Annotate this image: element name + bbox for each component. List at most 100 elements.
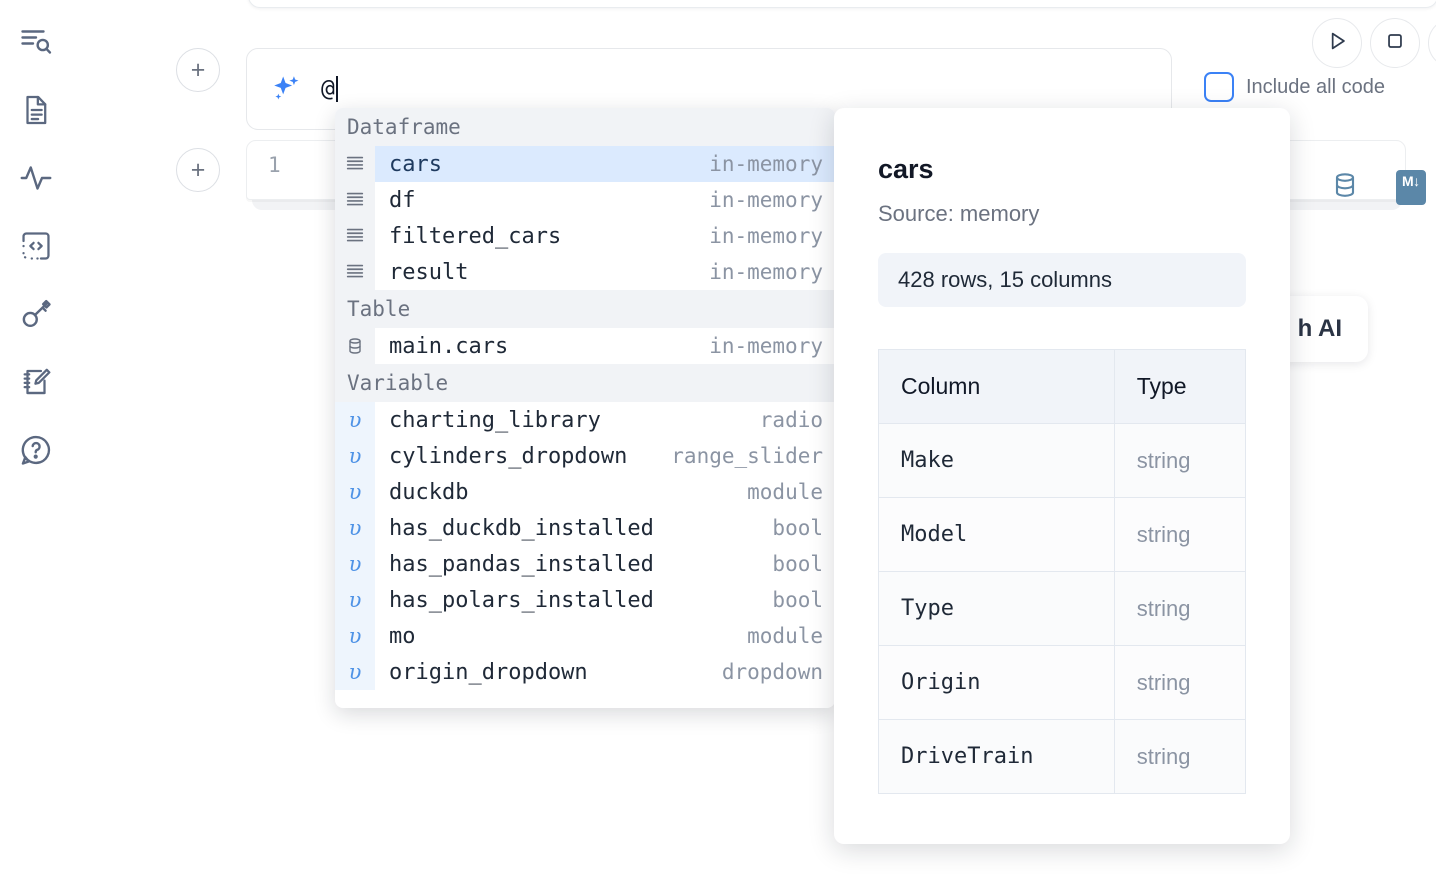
text-caret — [335, 76, 338, 102]
autocomplete-item-name: mo — [389, 623, 416, 649]
autocomplete-item-name: origin_dropdown — [389, 659, 588, 685]
autocomplete-item-meta: in-memory — [709, 188, 823, 212]
autocomplete-item-name: has_polars_installed — [389, 587, 654, 613]
add-cell-button-top[interactable]: + — [176, 48, 220, 92]
column-header-column: Column — [878, 349, 1115, 424]
autocomplete-item[interactable]: υ charting_library radio — [335, 402, 835, 438]
stop-square-icon — [1382, 28, 1408, 59]
autocomplete-group-header: Dataframe — [335, 108, 835, 146]
dataframe-info-panel: cars Source: memory 428 rows, 15 columns… — [834, 108, 1290, 844]
info-source: Source: memory — [878, 201, 1040, 226]
autocomplete-item[interactable]: υ has_polars_installed bool — [335, 582, 835, 618]
add-cell-button-bottom[interactable]: + — [176, 148, 220, 192]
key-icon — [18, 296, 54, 332]
variable-icon: υ — [335, 438, 375, 474]
variable-icon: υ — [335, 618, 375, 654]
autocomplete-item-name: cylinders_dropdown — [389, 443, 628, 469]
autocomplete-item-body: has_duckdb_installed bool — [375, 510, 835, 546]
sidebar-rail — [0, 0, 72, 874]
cell-action-icons: M↓ — [1330, 170, 1426, 205]
play-icon — [1324, 28, 1350, 59]
autocomplete-item-meta: module — [747, 480, 823, 504]
autocomplete-item-meta: radio — [759, 408, 823, 432]
autocomplete-item-meta: module — [747, 624, 823, 648]
generate-with-ai-label: h AI — [1297, 315, 1342, 342]
autocomplete-item-name: has_duckdb_installed — [389, 515, 654, 541]
help-chat-icon — [18, 432, 54, 468]
markdown-icon[interactable]: M↓ — [1396, 170, 1426, 205]
sparkles-icon — [269, 72, 303, 106]
autocomplete-item[interactable]: result in-memory — [335, 254, 835, 290]
sidebar-item-notebook[interactable] — [12, 86, 60, 134]
autocomplete-item-meta: in-memory — [709, 260, 823, 284]
sidebar-item-activity[interactable] — [12, 154, 60, 202]
column-name-cell: DriveTrain — [878, 719, 1115, 794]
column-name-cell: Origin — [878, 645, 1115, 720]
ai-prompt-input[interactable]: @ — [321, 76, 338, 102]
columns-table-header-row: Column Type — [878, 349, 1247, 424]
database-icon[interactable] — [1330, 170, 1360, 205]
sidebar-item-snippets[interactable] — [12, 222, 60, 270]
variable-icon: υ — [335, 582, 375, 618]
autocomplete-item-meta: in-memory — [709, 224, 823, 248]
run-button[interactable] — [1312, 18, 1362, 68]
activity-pulse-icon — [18, 160, 54, 196]
sidebar-item-scratchpad[interactable] — [12, 358, 60, 406]
autocomplete-item-name: charting_library — [389, 407, 601, 433]
autocomplete-item-body: mo module — [375, 618, 835, 654]
sidebar-item-help[interactable] — [12, 426, 60, 474]
dataframe-icon — [335, 146, 375, 182]
extra-button[interactable] — [1428, 18, 1436, 68]
autocomplete-item-body: has_polars_installed bool — [375, 582, 835, 618]
variable-icon: υ — [335, 654, 375, 690]
run-controls — [1312, 18, 1436, 68]
autocomplete-group-header: Table — [335, 290, 835, 328]
column-type-cell: string — [1113, 423, 1247, 498]
autocomplete-item-meta: bool — [772, 588, 823, 612]
autocomplete-item[interactable]: df in-memory — [335, 182, 835, 218]
info-title: cars — [878, 154, 934, 184]
include-all-code-label: Include all code — [1246, 75, 1385, 98]
variable-icon: υ — [335, 402, 375, 438]
autocomplete-item-meta: in-memory — [689, 152, 823, 176]
autocomplete-item[interactable]: υ has_duckdb_installed bool — [335, 510, 835, 546]
dataframe-icon — [335, 182, 375, 218]
column-name-cell: Model — [878, 497, 1115, 572]
column-name-cell: Make — [878, 423, 1115, 498]
autocomplete-item-name: result — [389, 259, 469, 285]
autocomplete-item-name: df — [389, 187, 416, 213]
include-all-code-checkbox[interactable] — [1204, 72, 1234, 102]
column-type-cell: string — [1113, 645, 1247, 720]
info-shape-badge: 428 rows, 15 columns — [878, 253, 1246, 307]
column-name-cell: Type — [878, 571, 1115, 646]
dataframe-icon — [335, 254, 375, 290]
notepad-pencil-icon — [19, 365, 53, 399]
include-all-code-row[interactable]: Include all code — [1204, 72, 1385, 102]
autocomplete-item-meta: bool — [772, 516, 823, 540]
autocomplete-group-header: Variable — [335, 364, 835, 402]
autocomplete-item-meta: bool — [772, 552, 823, 576]
top-card-edge — [248, 0, 1436, 8]
sidebar-item-secrets[interactable] — [12, 290, 60, 338]
variable-icon: υ — [335, 474, 375, 510]
stop-button[interactable] — [1370, 18, 1420, 68]
variable-icon: υ — [335, 510, 375, 546]
sidebar-item-explore[interactable] — [12, 18, 60, 66]
